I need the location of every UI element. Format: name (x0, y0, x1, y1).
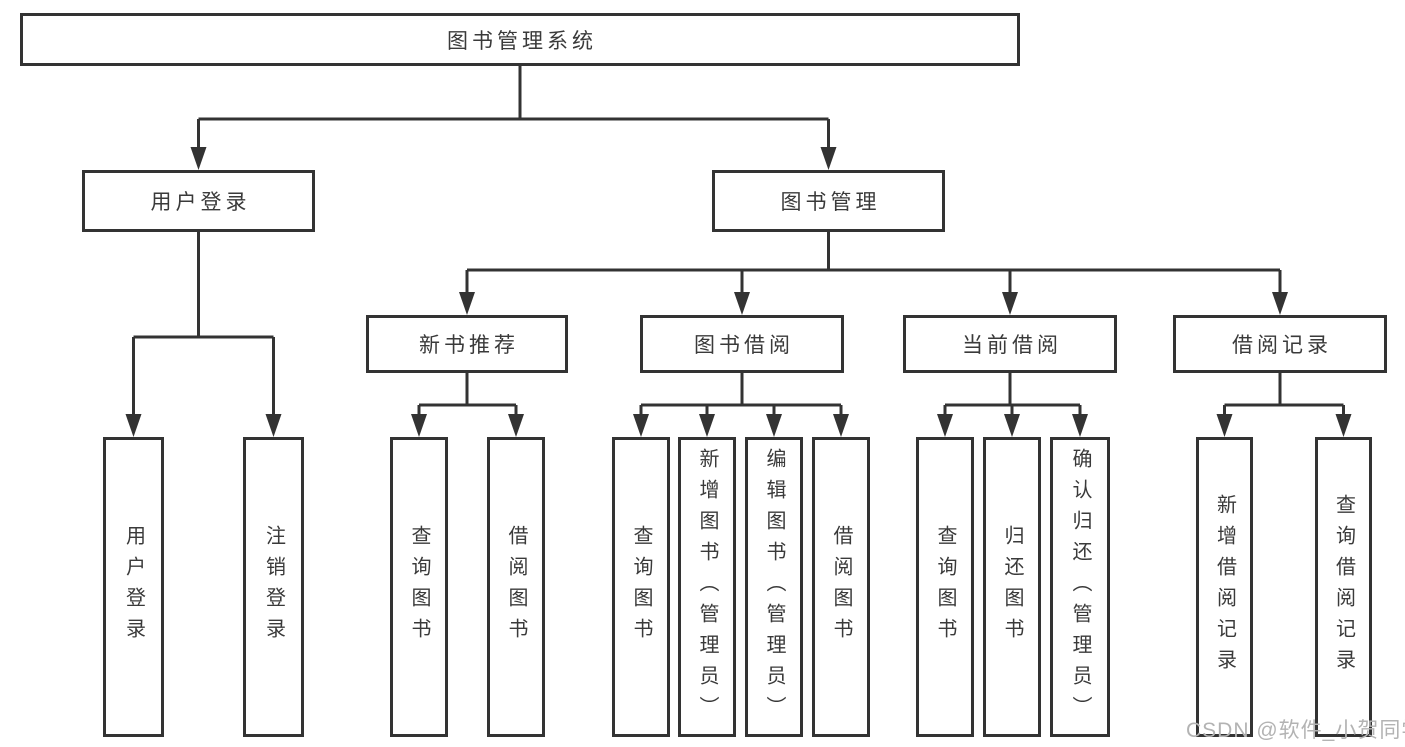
leaf-query-books-recommend: 查询图书 (390, 437, 448, 737)
leaf-edit-books-admin-label: 编辑图书（管理员） (763, 447, 785, 727)
node-new-book-recommend: 新书推荐 (366, 315, 568, 373)
arrowhead (411, 414, 427, 437)
node-borrowing-records: 借阅记录 (1173, 315, 1387, 373)
connector-root-to-level2 (190, 66, 837, 170)
arrowhead (1072, 414, 1088, 437)
leaf-add-books-admin: 新增图书（管理员） (678, 437, 736, 737)
connector-new-book-recommend-to-leaves (411, 373, 524, 437)
leaf-query-books-borrowing-label: 查询图书 (630, 525, 652, 649)
connector-user-login-to-leaves (125, 232, 282, 437)
node-user-login-label: 用户登录 (150, 191, 251, 214)
arrowhead (265, 414, 282, 437)
leaf-return-books-label: 归还图书 (1001, 525, 1023, 649)
node-root: 图书管理系统 (20, 13, 1020, 66)
leaf-add-books-admin-label: 新增图书（管理员） (696, 447, 718, 727)
leaf-query-borrow-record-label: 查询借阅记录 (1332, 494, 1355, 680)
connector-book-borrowing-to-leaves (633, 373, 849, 437)
leaf-add-borrow-record: 新增借阅记录 (1196, 437, 1253, 737)
arrowhead (937, 414, 953, 437)
leaf-user-login: 用户登录 (103, 437, 164, 737)
leaf-borrow-books-borrowing: 借阅图书 (812, 437, 870, 737)
node-book-management-label: 图书管理 (780, 191, 881, 214)
arrowhead (766, 414, 782, 437)
node-book-borrowing-label: 图书借阅 (694, 334, 794, 357)
arrowhead (1335, 414, 1352, 437)
leaf-query-books-current: 查询图书 (916, 437, 974, 737)
node-root-label: 图书管理系统 (447, 29, 597, 53)
arrowhead (1002, 292, 1018, 315)
leaf-query-borrow-record: 查询借阅记录 (1315, 437, 1372, 737)
arrowhead (633, 414, 649, 437)
arrowhead (508, 414, 524, 437)
connector-book-management-to-groups (459, 232, 1288, 315)
node-book-borrowing: 图书借阅 (640, 315, 844, 373)
watermark: CSDN @软件_小贺同学 (1186, 719, 1405, 742)
leaf-edit-books-admin: 编辑图书（管理员） (745, 437, 803, 737)
node-book-management: 图书管理 (712, 170, 945, 232)
node-current-borrowing: 当前借阅 (903, 315, 1117, 373)
leaf-borrow-books-recommend-label: 借阅图书 (505, 525, 527, 649)
leaf-query-books-recommend-label: 查询图书 (408, 525, 430, 649)
leaf-query-books-borrowing: 查询图书 (612, 437, 670, 737)
leaf-borrow-books-borrowing-label: 借阅图书 (830, 525, 852, 649)
leaf-user-login-label: 用户登录 (122, 525, 145, 649)
leaf-borrow-books-recommend: 借阅图书 (487, 437, 545, 737)
arrowhead (699, 414, 715, 437)
node-current-borrowing-label: 当前借阅 (962, 334, 1062, 357)
arrowhead (1216, 414, 1233, 437)
node-new-book-recommend-label: 新书推荐 (419, 334, 519, 357)
leaf-confirm-return-admin: 确认归还（管理员） (1050, 437, 1110, 737)
arrowhead (125, 414, 142, 437)
leaf-return-books: 归还图书 (983, 437, 1041, 737)
leaf-query-books-current-label: 查询图书 (934, 525, 956, 649)
arrowhead (1272, 292, 1288, 315)
leaf-confirm-return-admin-label: 确认归还（管理员） (1069, 447, 1091, 727)
leaf-logout: 注销登录 (243, 437, 304, 737)
arrowhead (820, 147, 837, 170)
leaf-logout-label: 注销登录 (262, 525, 285, 649)
node-user-login: 用户登录 (82, 170, 315, 232)
connector-current-borrowing-to-leaves (937, 373, 1088, 437)
arrowhead (1004, 414, 1020, 437)
node-borrowing-records-label: 借阅记录 (1232, 334, 1332, 357)
arrowhead (459, 292, 475, 315)
arrowhead (190, 147, 207, 170)
arrowhead (734, 292, 750, 315)
leaf-add-borrow-record-label: 新增借阅记录 (1213, 494, 1236, 680)
connector-borrowing-records-to-leaves (1216, 373, 1352, 437)
arrowhead (833, 414, 849, 437)
